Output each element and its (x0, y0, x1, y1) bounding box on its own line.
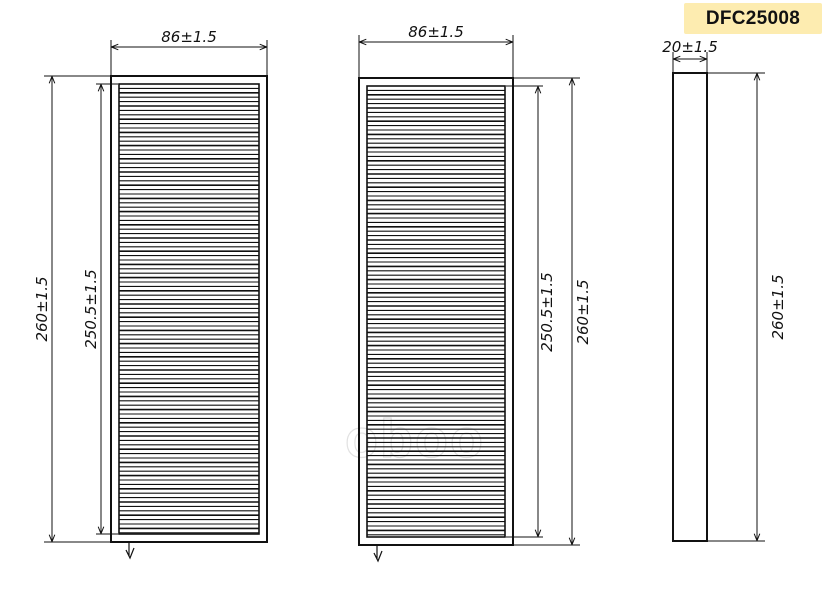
back-inner-height-label: 250.5±1.5 (538, 272, 556, 351)
part-number-badge: DFC25008 (684, 3, 822, 34)
front-width-label: 86±1.5 (161, 28, 217, 46)
side-height-dimension: 260±1.5 (708, 72, 787, 542)
front-width-dimension: 86±1.5 (110, 28, 268, 76)
back-inner-frame (366, 85, 506, 538)
side-width-label: 20±1.5 (662, 38, 718, 56)
front-inner-frame (118, 83, 260, 535)
back-outer-frame (358, 77, 514, 546)
back-inner-height-dimension: 250.5±1.5 (506, 85, 556, 538)
front-outer-height-label: 260±1.5 (33, 276, 51, 341)
part-number: DFC25008 (705, 7, 801, 29)
back-outer-height-label: 260±1.5 (574, 279, 592, 344)
back-view (358, 77, 514, 563)
side-height-label: 260±1.5 (769, 274, 787, 339)
back-pleats (367, 89, 505, 536)
front-inner-height-label: 250.5±1.5 (82, 269, 100, 348)
back-tab-mark (373, 545, 383, 563)
front-outer-height-dimension: 260±1.5 (33, 75, 110, 543)
side-view (672, 72, 708, 542)
front-outer-frame (110, 75, 268, 543)
back-width-dimension: 86±1.5 (358, 23, 514, 78)
front-view (110, 75, 268, 560)
front-inner-height-dimension: 250.5±1.5 (82, 83, 118, 535)
back-width-label: 86±1.5 (408, 23, 464, 41)
side-width-dimension: 20±1.5 (662, 38, 718, 73)
front-pleats (119, 87, 259, 534)
front-tab-mark (125, 542, 135, 560)
back-outer-height-dimension: 260±1.5 (514, 77, 592, 546)
side-frame (672, 72, 708, 542)
